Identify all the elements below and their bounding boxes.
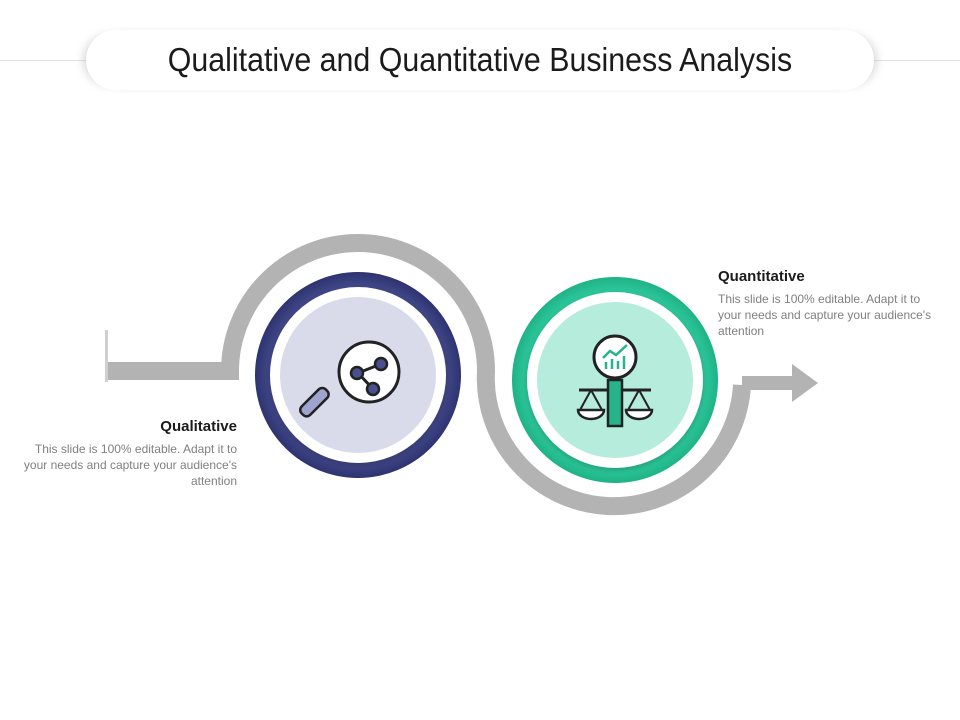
qualitative-node xyxy=(255,272,461,478)
qualitative-label: Qualitative This slide is 100% editable.… xyxy=(22,418,237,489)
slide-title: Qualitative and Quantitative Business An… xyxy=(167,41,793,78)
flow-arrow-head xyxy=(792,364,818,402)
quantitative-heading: Quantitative xyxy=(718,268,805,285)
qualitative-heading: Qualitative xyxy=(160,418,237,435)
title-banner xyxy=(86,30,874,90)
magnifier-chart-scale-icon xyxy=(576,334,654,428)
qualitative-description: This slide is 100% editable. Adapt it to… xyxy=(23,442,237,488)
quantitative-node xyxy=(512,277,718,483)
quantitative-description: This slide is 100% editable. Adapt it to… xyxy=(718,292,932,338)
magnifier-share-icon xyxy=(299,340,401,418)
flow-arrow-shaft xyxy=(742,376,794,390)
quantitative-label: Quantitative This slide is 100% editable… xyxy=(718,268,933,339)
flow-path xyxy=(107,234,751,516)
flow-path-start-cap xyxy=(105,330,108,382)
